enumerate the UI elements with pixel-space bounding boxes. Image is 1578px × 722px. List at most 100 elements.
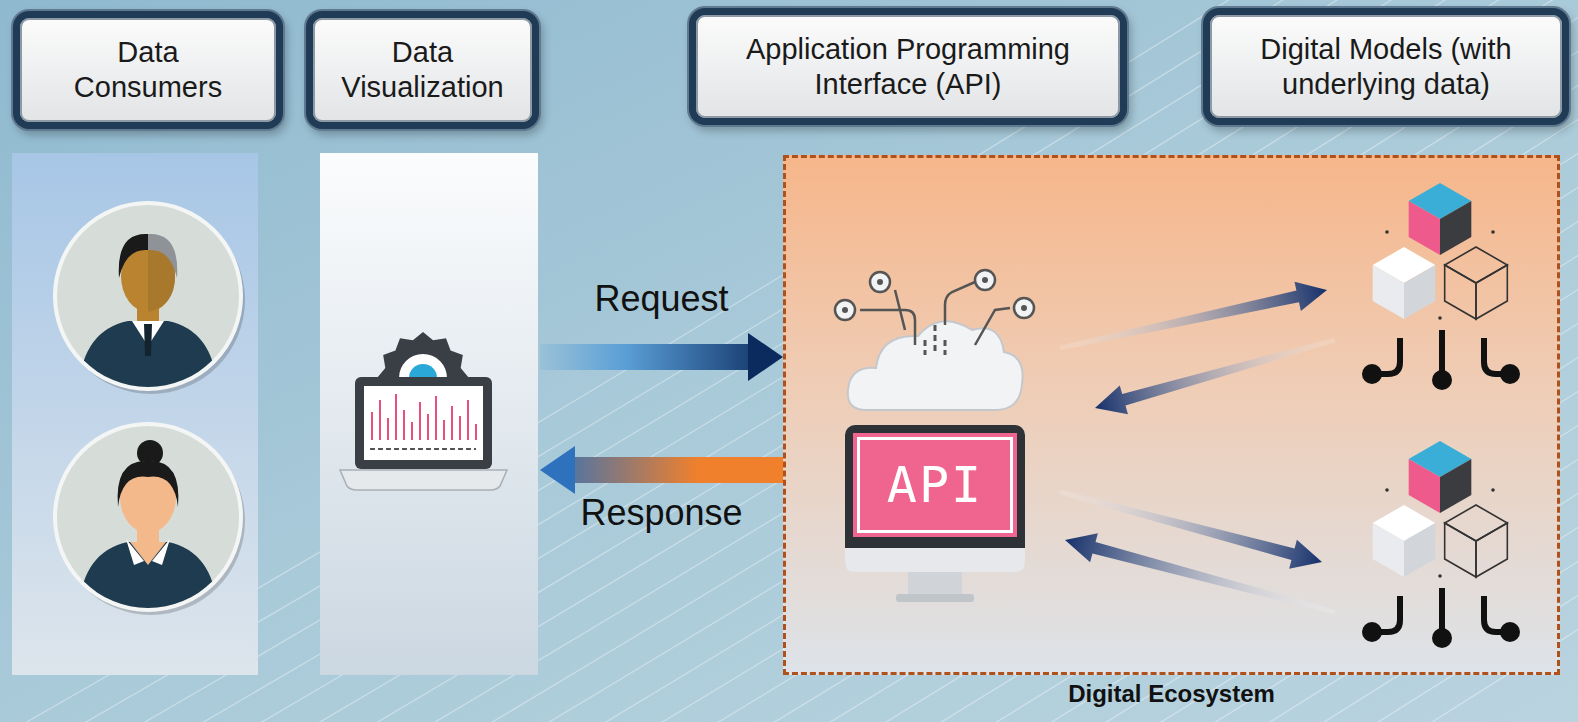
ecosystem-box: Digital EcosystemAPI	[783, 155, 1560, 675]
man-avatar	[55, 203, 245, 396]
cube-face	[1476, 265, 1507, 319]
cube-face	[1445, 247, 1508, 283]
chart-bar	[387, 418, 389, 440]
ecosystem-panel	[783, 155, 1560, 675]
flow-arrow	[540, 333, 783, 381]
api-screen: API	[853, 433, 1017, 537]
circuit-pad	[835, 300, 855, 320]
monitor-stand	[908, 572, 962, 596]
avatar-figure	[78, 234, 218, 396]
digital-model-icon	[1362, 183, 1520, 390]
arrow-shaft	[540, 344, 749, 370]
model-leaf	[1500, 622, 1520, 642]
cube-face	[1404, 523, 1435, 577]
hair	[119, 234, 148, 278]
background-line	[0, 148, 1578, 722]
model-leaf	[1362, 364, 1382, 384]
model-arrow	[1059, 282, 1327, 351]
suit	[78, 321, 218, 396]
cube-face	[1445, 505, 1508, 541]
cloud-icon	[835, 270, 1034, 410]
edge-label: Request	[594, 278, 728, 320]
circuit-pad-dot	[1021, 305, 1027, 311]
column-header: Data Consumers	[20, 18, 276, 122]
cube-face	[1445, 523, 1476, 577]
monitor-icon	[845, 425, 1025, 602]
circuit-pad	[975, 270, 995, 290]
hair	[118, 461, 179, 507]
laptop-base	[340, 470, 507, 490]
model-leaf	[1362, 622, 1382, 642]
chart-bar	[379, 400, 381, 440]
woman-avatar	[55, 424, 245, 617]
cube-face	[1409, 201, 1440, 255]
cube-dot	[1491, 230, 1495, 234]
chart-bar	[475, 424, 477, 440]
model-arrow	[1095, 338, 1336, 415]
chart-bar	[451, 406, 453, 440]
monitor-chin	[845, 548, 1025, 572]
screen-label: API	[853, 433, 1017, 537]
model-leaf	[1432, 628, 1452, 648]
column-header: Application Programming Interface (API)	[696, 15, 1120, 118]
cube-face	[1373, 265, 1404, 319]
cube-face	[1445, 265, 1476, 319]
cube-face	[1373, 523, 1404, 577]
chart-bar	[443, 420, 445, 440]
model-arrow	[1059, 490, 1322, 569]
cube-dot	[1385, 230, 1389, 234]
circuit-pad-dot	[982, 277, 988, 283]
visualization-panel	[320, 153, 538, 675]
circuit-pad-dot	[842, 307, 848, 313]
tie	[144, 324, 152, 356]
background-line	[0, 46, 1578, 722]
chart-bar	[371, 412, 373, 440]
chart-bar	[395, 394, 397, 440]
edge-label: Response	[580, 492, 742, 534]
arrow-head	[748, 333, 783, 381]
monitor-base	[896, 594, 974, 602]
avatar-figure	[78, 440, 218, 617]
model-leaf	[1500, 364, 1520, 384]
consumer-panel	[12, 153, 258, 675]
cube-dot	[1438, 316, 1442, 320]
chart-axis	[370, 448, 476, 450]
circuit-pad	[870, 272, 890, 292]
suit	[78, 542, 218, 617]
laptop-screen-frame	[355, 377, 492, 469]
cube-face	[1440, 459, 1471, 513]
circuit-line	[934, 325, 937, 355]
laptop-icon	[340, 332, 507, 490]
background-line	[0, 114, 1578, 722]
flow-arrow	[540, 446, 783, 494]
collar	[126, 539, 170, 565]
cube-face	[1404, 265, 1435, 319]
cube-face	[1409, 459, 1440, 513]
laptop-screen	[364, 386, 483, 460]
chart-bar	[411, 422, 413, 440]
column-header: Data Visualization	[313, 18, 532, 122]
grey-hair	[148, 234, 177, 278]
background-line	[0, 80, 1578, 722]
chart-bar	[427, 414, 429, 440]
cloud	[848, 321, 1023, 410]
circuit-line	[944, 340, 947, 355]
models-column: Digital Models (with underlying data)	[1203, 8, 1568, 125]
consumer-column: Data Consumers	[12, 10, 284, 675]
chart-bar	[459, 416, 461, 440]
model-leaf	[1432, 370, 1452, 390]
arrow-shaft	[574, 457, 783, 483]
cube-dot	[1385, 488, 1389, 492]
background-line	[0, 12, 1578, 722]
chart-bar	[419, 402, 421, 440]
circuit-pad-dot	[877, 279, 883, 285]
digital-model-icon	[1362, 441, 1520, 648]
